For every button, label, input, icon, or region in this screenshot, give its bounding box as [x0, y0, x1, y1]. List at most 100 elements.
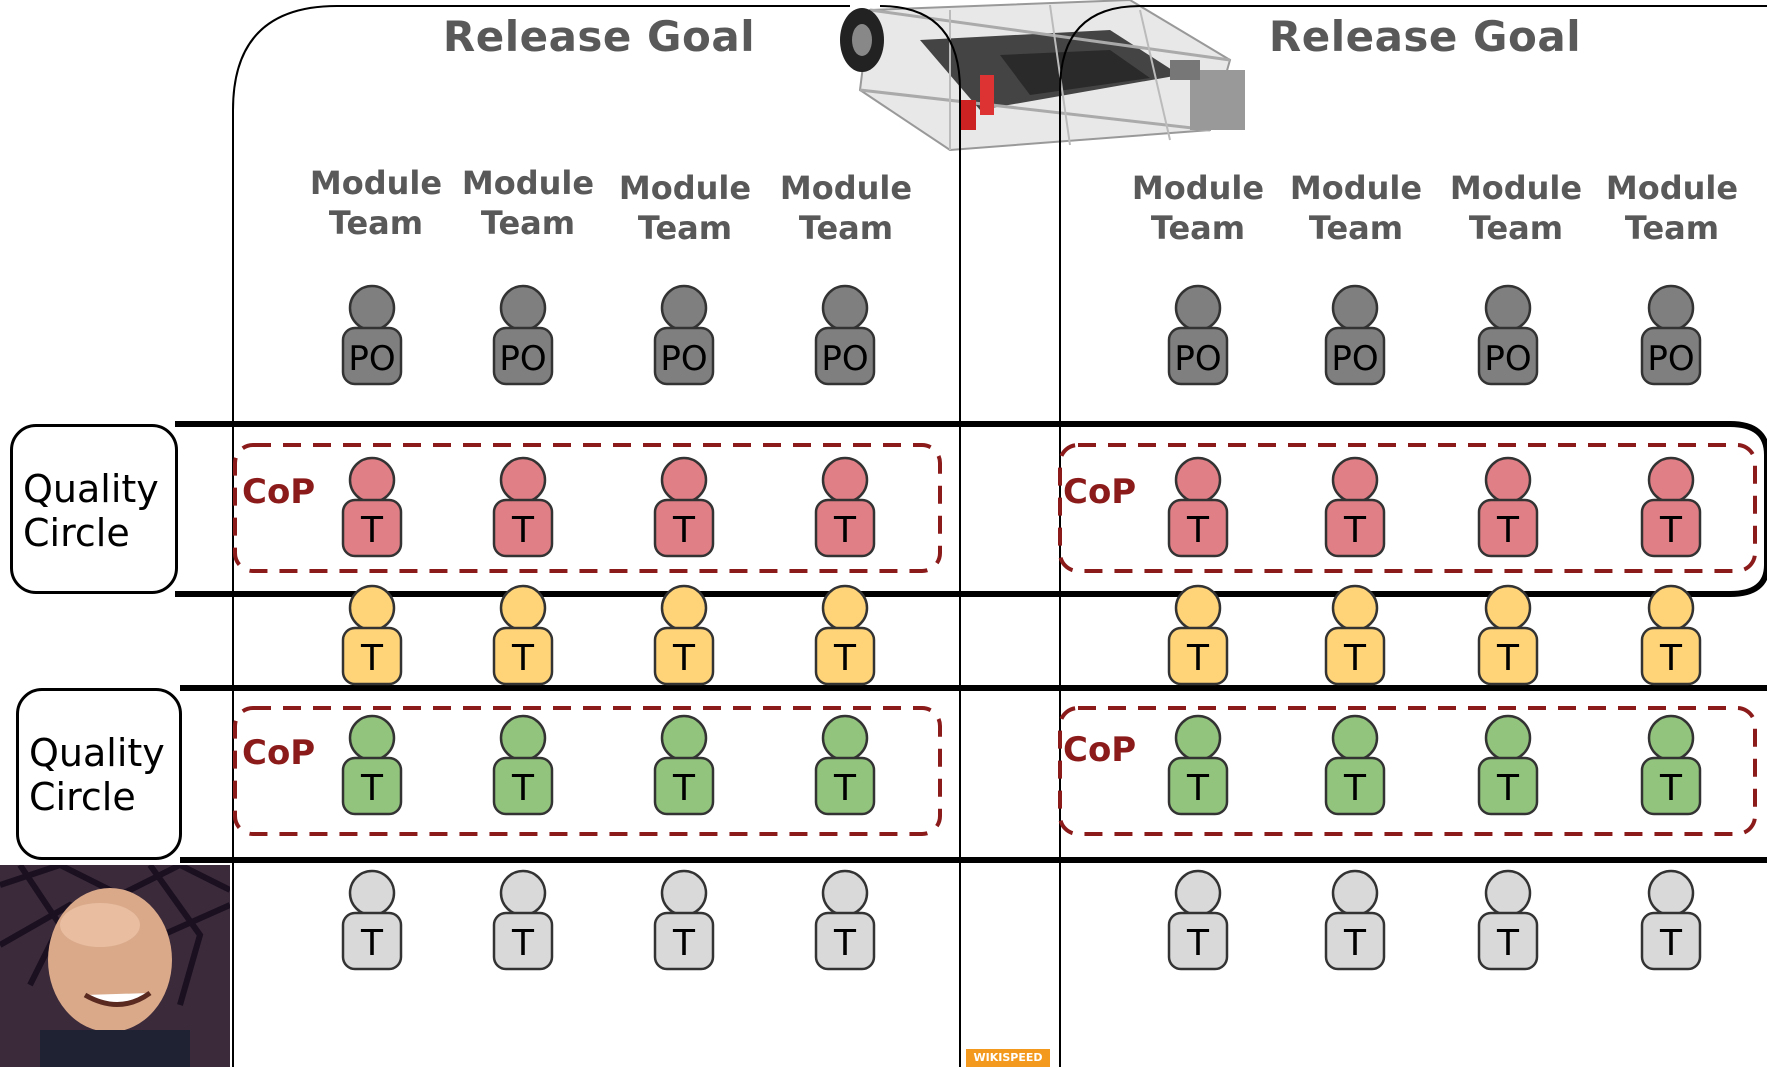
person-role-label: T — [1496, 510, 1520, 551]
person-icon: PO — [1640, 284, 1702, 386]
person-icon: T — [341, 456, 403, 558]
person-icon: T — [492, 869, 554, 971]
person-icon: T — [814, 456, 876, 558]
person-role-label: T — [1659, 768, 1683, 809]
person-role-label: T — [1496, 768, 1520, 809]
person-icon: PO — [1477, 284, 1539, 386]
person-role-label: PO — [499, 339, 546, 379]
person-icon: T — [1477, 584, 1539, 686]
person-icon: T — [492, 714, 554, 816]
release-goal-frame-left-right-edge — [879, 5, 961, 1067]
person-icon: PO — [1167, 284, 1229, 386]
cop-box-top-left — [233, 443, 942, 573]
person-role-label: T — [1659, 923, 1683, 964]
person-role-label: T — [1496, 638, 1520, 679]
person-role-label: T — [1186, 638, 1210, 679]
person-role-label: T — [833, 923, 857, 964]
cop-label: CoP — [242, 733, 316, 773]
person-icon: PO — [814, 284, 876, 386]
person-role-label: T — [1496, 923, 1520, 964]
wikispeed-logo: WIKISPEED — [966, 1049, 1050, 1067]
person-icon: T — [1324, 584, 1386, 686]
person-icon: T — [653, 869, 715, 971]
person-role-label: T — [672, 510, 696, 551]
person-role-label: T — [511, 510, 535, 551]
person-role-label: T — [1343, 510, 1367, 551]
person-role-label: PO — [1174, 339, 1221, 379]
person-icon: T — [1167, 869, 1229, 971]
person-icon: T — [814, 869, 876, 971]
person-icon: T — [653, 714, 715, 816]
person-role-label: PO — [1331, 339, 1378, 379]
cop-label: CoP — [1063, 730, 1137, 770]
person-role-label: PO — [660, 339, 707, 379]
speaker-photo — [0, 865, 230, 1067]
person-icon: T — [1324, 869, 1386, 971]
cop-box-bottom-right — [1058, 706, 1757, 836]
release-goal-title-left: Release Goal — [442, 12, 756, 61]
person-role-label: T — [672, 638, 696, 679]
person-icon: T — [492, 456, 554, 558]
person-icon: PO — [341, 284, 403, 386]
person-icon: T — [1167, 456, 1229, 558]
person-icon: PO — [492, 284, 554, 386]
person-role-label: T — [672, 768, 696, 809]
person-icon: T — [1640, 869, 1702, 971]
cop-label: CoP — [1063, 472, 1137, 512]
person-role-label: T — [1659, 510, 1683, 551]
release-goal-frame-left — [232, 5, 850, 1067]
person-role-label: T — [1659, 638, 1683, 679]
person-role-label: T — [1186, 510, 1210, 551]
person-role-label: PO — [1484, 339, 1531, 379]
person-role-label: PO — [1647, 339, 1694, 379]
person-role-label: T — [833, 510, 857, 551]
person-role-label: T — [360, 510, 384, 551]
person-icon: T — [814, 584, 876, 686]
person-role-label: T — [511, 923, 535, 964]
person-role-label: PO — [348, 339, 395, 379]
person-icon: T — [1640, 714, 1702, 816]
person-icon: T — [1477, 869, 1539, 971]
person-role-label: T — [1343, 638, 1367, 679]
person-icon: T — [492, 584, 554, 686]
person-role-label: T — [360, 923, 384, 964]
person-icon: T — [1640, 584, 1702, 686]
person-role-label: T — [1186, 768, 1210, 809]
person-icon: PO — [1324, 284, 1386, 386]
person-icon: T — [1324, 456, 1386, 558]
person-role-label: PO — [821, 339, 868, 379]
person-role-label: T — [511, 638, 535, 679]
quality-circle-band-2 — [180, 685, 1767, 863]
release-goal-frame-right — [1059, 5, 1767, 1067]
release-goal-title-right: Release Goal — [1268, 12, 1582, 61]
person-role-label: T — [511, 768, 535, 809]
cop-box-top-right — [1058, 443, 1757, 573]
person-icon: T — [1167, 584, 1229, 686]
person-icon: T — [653, 584, 715, 686]
cop-box-bottom-left — [233, 706, 942, 836]
person-role-label: T — [672, 923, 696, 964]
person-icon: T — [1477, 714, 1539, 816]
person-role-label: T — [1186, 923, 1210, 964]
person-icon: T — [341, 714, 403, 816]
person-icon: T — [341, 869, 403, 971]
person-icon: T — [1640, 456, 1702, 558]
person-role-label: T — [360, 768, 384, 809]
person-role-label: T — [1343, 923, 1367, 964]
quality-circle-band-1 — [175, 421, 1767, 597]
person-role-label: T — [833, 768, 857, 809]
